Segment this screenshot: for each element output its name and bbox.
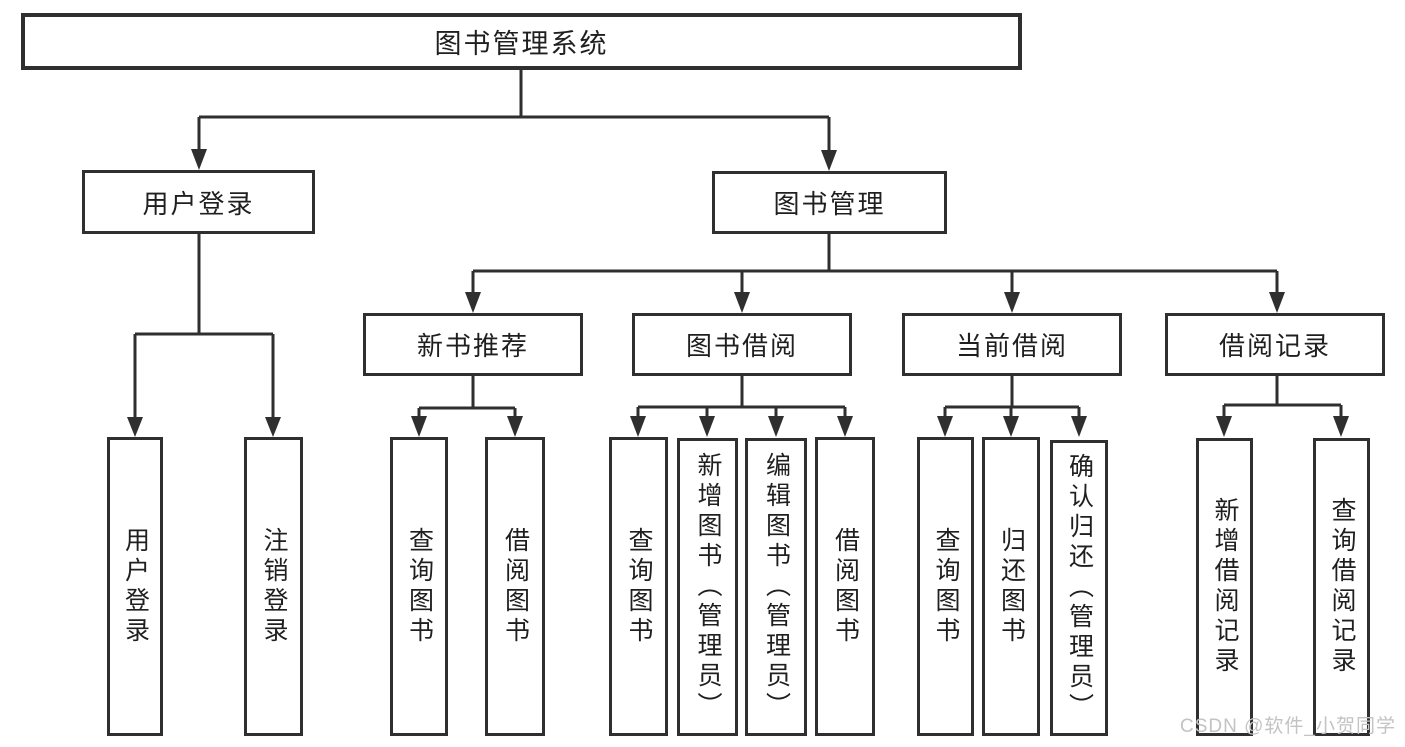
leaf-add-books-admin: 新增图书（管理员） — [677, 438, 738, 736]
arrowhead-return-books — [1003, 416, 1019, 437]
arrowhead-borrow-records — [1269, 292, 1285, 313]
leaf-return-books: 归还图书 — [982, 437, 1040, 736]
arrowhead-query-books-2 — [630, 416, 646, 437]
node-book-borrow: 图书借阅 — [632, 313, 852, 376]
leaf-query-borrow-record: 查询借阅记录 — [1313, 438, 1370, 736]
arrowhead-edit-books — [768, 416, 784, 437]
node-root-system: 图书管理系统 — [21, 13, 1022, 70]
arrowhead-user-login — [191, 149, 207, 170]
leaf-query-books-2: 查询图书 — [609, 437, 668, 736]
arrowhead-borrow-books-2 — [837, 416, 853, 437]
leaf-query-books-1: 查询图书 — [390, 437, 448, 736]
leaf-edit-books-admin: 编辑图书（管理员） — [745, 438, 807, 736]
leaf-borrow-books-1: 借阅图书 — [485, 437, 545, 736]
arrowhead-query-books-3 — [937, 416, 953, 437]
arrowhead-leaf-logout — [265, 417, 281, 437]
arrowhead-leaf-user-login — [127, 417, 143, 437]
arrowhead-borrow-books-1 — [507, 416, 523, 437]
node-book-management: 图书管理 — [712, 171, 947, 234]
arrowhead-query-books-1 — [411, 416, 427, 437]
arrowhead-add-borrow-record — [1216, 416, 1232, 437]
leaf-query-books-3: 查询图书 — [917, 437, 974, 736]
arrowhead-confirm-return — [1071, 416, 1087, 437]
node-user-login: 用户登录 — [82, 170, 315, 234]
leaf-add-borrow-record: 新增借阅记录 — [1196, 438, 1253, 736]
arrowhead-new-book-recommend — [465, 292, 481, 313]
node-current-borrow: 当前借阅 — [902, 313, 1122, 376]
arrowhead-query-borrow-record — [1333, 416, 1349, 437]
arrowhead-add-books — [699, 416, 715, 437]
leaf-confirm-return-admin: 确认归还（管理员） — [1050, 440, 1108, 736]
leaf-borrow-books-2: 借阅图书 — [815, 437, 875, 736]
watermark: CSDN @软件_小贺同学 — [1180, 716, 1396, 737]
arrowhead-book-management — [821, 150, 837, 171]
leaf-user-login: 用户登录 — [107, 437, 163, 736]
node-borrow-records: 借阅记录 — [1165, 313, 1385, 376]
leaf-logout: 注销登录 — [244, 437, 303, 736]
arrowhead-book-borrow — [734, 292, 750, 313]
arrowhead-current-borrow — [1004, 292, 1020, 313]
node-new-book-recommend: 新书推荐 — [363, 313, 583, 376]
